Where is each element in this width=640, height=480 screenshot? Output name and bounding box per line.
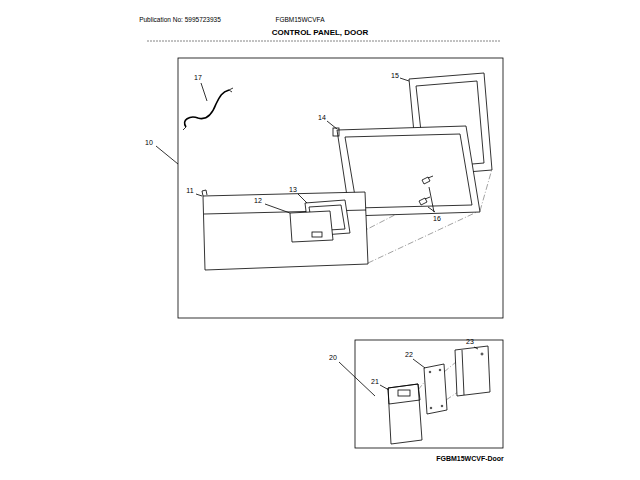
control-panel (380, 384, 422, 444)
inset-frame (355, 340, 503, 448)
callout-number: 10 (145, 139, 153, 146)
callout-number: 11 (186, 187, 193, 194)
callout-number: 13 (289, 186, 297, 193)
door-panel (196, 190, 368, 270)
screws (419, 176, 435, 212)
callout-number: 15 (391, 72, 399, 79)
callout-number: 22 (405, 351, 413, 358)
header-rule (147, 41, 500, 42)
wire-harness (183, 83, 233, 130)
page-title: CONTROL PANEL, DOOR (272, 29, 369, 37)
callout-number: 20 (329, 354, 337, 361)
bracket (455, 346, 490, 396)
callout-number: 16 (433, 215, 441, 222)
model-number: FGBM15WCVFA (275, 17, 324, 24)
callout-number: 14 (318, 114, 326, 121)
leader-line (156, 146, 178, 164)
callout-number: 23 (466, 338, 474, 345)
leader-line (339, 362, 375, 396)
callout-number: 21 (371, 378, 379, 385)
callout-number: 12 (254, 197, 262, 204)
publication-number: Publication No: 5995723935 (139, 17, 221, 24)
keypad (265, 204, 333, 242)
assembly-frame (178, 58, 503, 318)
figure-name: FGBM15WCVF-Door (436, 455, 504, 462)
callout-number: 17 (194, 74, 202, 81)
